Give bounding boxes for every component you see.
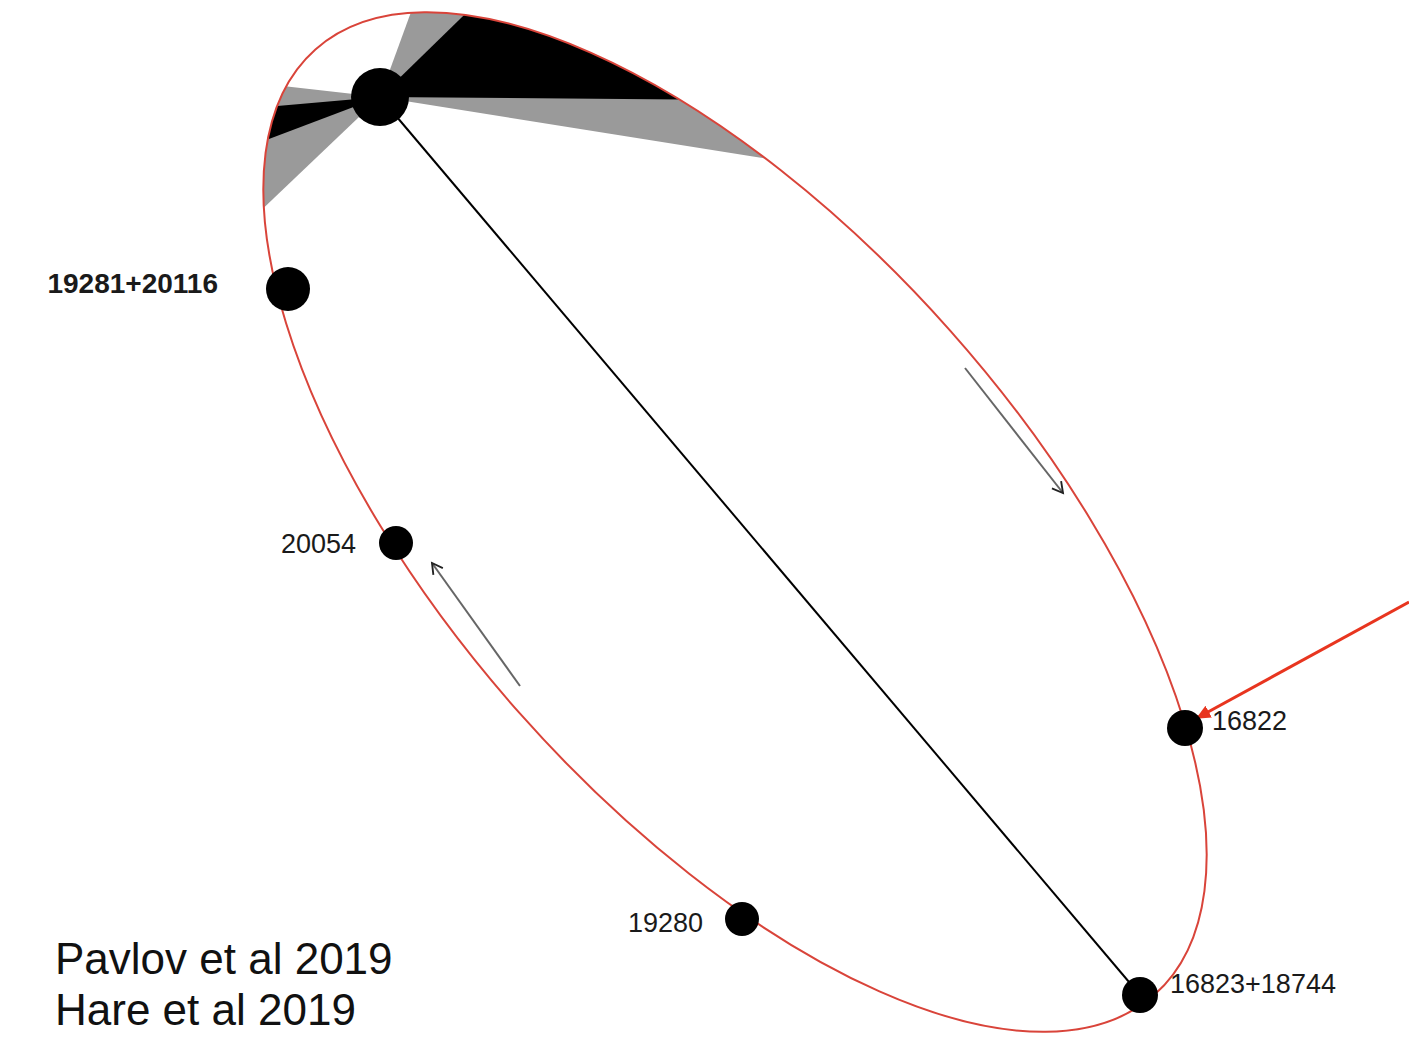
- observation-dot: [1167, 710, 1203, 746]
- observation-dot: [725, 902, 759, 936]
- observation-id: 16823+18744: [1170, 969, 1336, 1000]
- reference-note: Hare et al 2019: [55, 986, 356, 1034]
- observation-point: 20054: [281, 529, 356, 560]
- observation-dot: [379, 526, 413, 560]
- observation-id: 16822: [1212, 706, 1287, 737]
- observation-point: 16823+18744: [1170, 969, 1336, 1000]
- observation-dot: [1122, 977, 1158, 1013]
- black-wedge: [380, 0, 740, 100]
- observation-id: 19280: [628, 908, 703, 939]
- gray-wedge: [380, 0, 900, 180]
- observation-id: 19281+20116: [47, 268, 218, 300]
- star-dot: [351, 68, 409, 126]
- major-axis-line: [380, 97, 1140, 995]
- observation-dot: [266, 267, 310, 311]
- observation-point: 19281+20116: [47, 268, 218, 300]
- reference-note: Pavlov et al 2019: [55, 935, 393, 983]
- pointer-arrow: [1197, 602, 1409, 718]
- motion-arrow: [432, 563, 520, 686]
- visibility-wedges: [230, 0, 900, 240]
- observation-point: 19280: [628, 908, 703, 939]
- motion-arrow: [965, 368, 1063, 493]
- observation-point: 16822: [1212, 706, 1287, 737]
- observation-id: 20054: [281, 529, 356, 560]
- orbit-ellipse: [100, 0, 1370, 1038]
